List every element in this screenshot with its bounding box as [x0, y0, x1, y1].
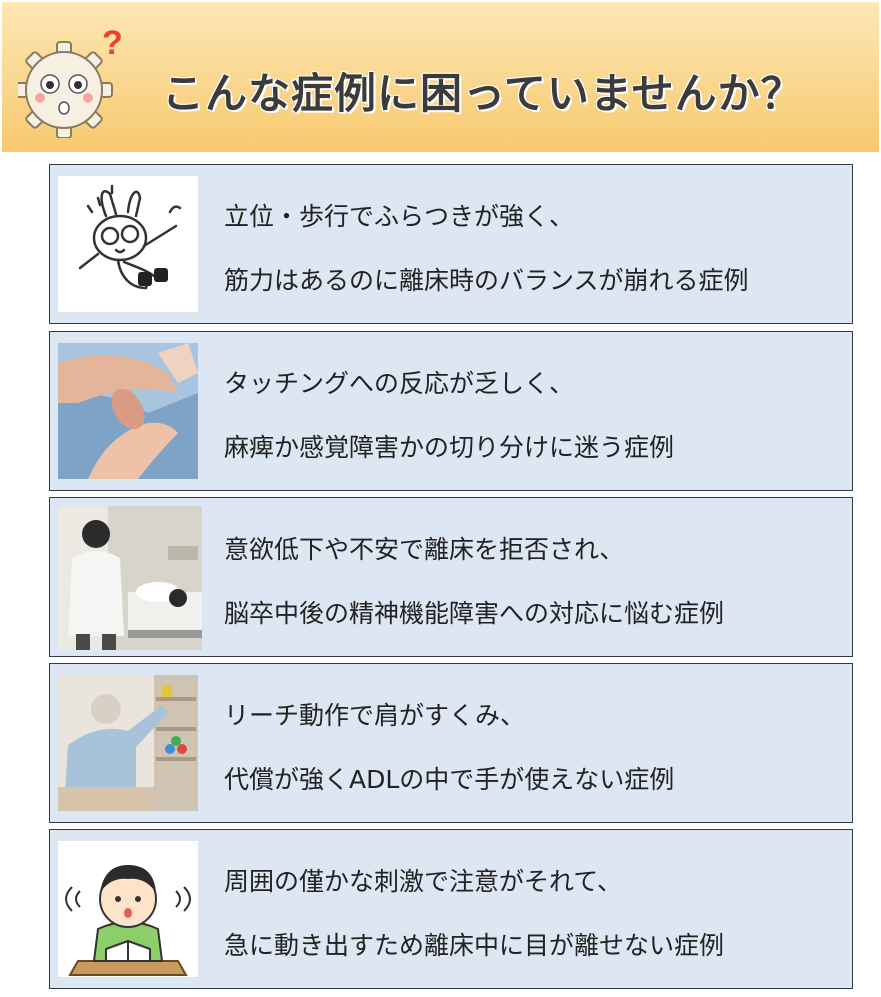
question-mark-icon: ? — [102, 24, 123, 62]
case-line-1: リーチ動作で肩がすくみ、 — [224, 701, 526, 730]
stumbling-rabbit-illustration-icon — [58, 176, 198, 312]
case-line-1: 立位・歩行でふらつきが強く、 — [224, 202, 575, 231]
case-line-2: 急に動き出すため離床中に目が離せない症例 — [224, 931, 725, 960]
case-card-sensory: タッチングへの反応が乏しく、 麻痺か感覚障害かの切り分けに迷う症例 — [49, 331, 853, 491]
case-card-balance: 立位・歩行でふらつきが強く、 筋力はあるのに離床時のバランスが崩れる症例 — [49, 164, 853, 324]
case-line-2: 代償が強くADLの中で手が使えない症例 — [224, 765, 675, 794]
case-line-2: 脳卒中後の精神機能障害への対応に悩む症例 — [224, 599, 725, 628]
case-card-refusal: 意欲低下や不安で離床を拒否され、 脳卒中後の精神機能障害への対応に悩む症例 — [49, 497, 853, 657]
case-line-2: 麻痺か感覚障害かの切り分けに迷う症例 — [224, 433, 675, 462]
case-line-1: 意欲低下や不安で離床を拒否され、 — [224, 535, 625, 564]
patient-refusing-bed-photo-icon — [58, 506, 202, 650]
case-card-attention: 周囲の僅かな刺激で注意がそれて、 急に動き出すため離床中に目が離せない症例 — [49, 829, 853, 989]
hand-touching-photo-icon — [58, 343, 198, 479]
case-line-1: 周囲の僅かな刺激で注意がそれて、 — [224, 867, 623, 896]
case-line-2: 筋力はあるのに離床時のバランスが崩れる症例 — [224, 266, 749, 295]
case-card-reach: リーチ動作で肩がすくみ、 代償が強くADLの中で手が使えない症例 — [49, 663, 853, 823]
distracted-child-illustration-icon — [58, 841, 198, 977]
page-title: こんな症例に困っていませんか？ — [162, 69, 804, 118]
elderly-reaching-photo-icon — [58, 675, 198, 811]
confused-gear-mascot-icon: ? — [15, 20, 130, 139]
case-line-1: タッチングへの反応が乏しく、 — [224, 369, 575, 398]
page-header: ? こんな症例に困っていませんか？ — [2, 2, 879, 152]
